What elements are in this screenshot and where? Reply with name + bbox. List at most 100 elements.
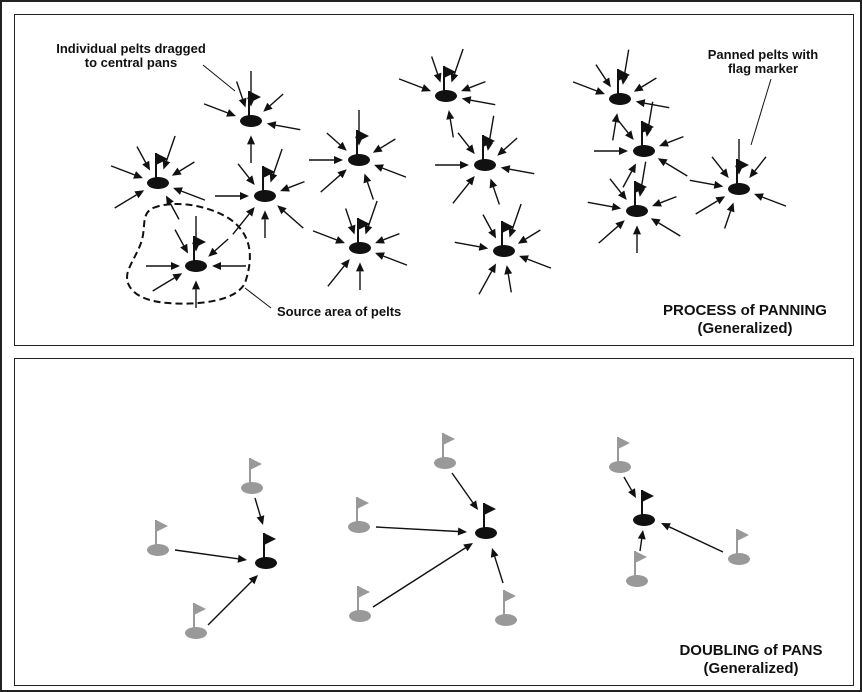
top-pan-8-arrow-4-head: [500, 165, 511, 174]
top-pan-10-arrow-1-shaft: [595, 64, 607, 81]
top-pan-12-arrow-4-head: [650, 218, 661, 227]
top-pan-12-pan: [626, 205, 648, 217]
top-pan-8-arrow-3-shaft: [503, 137, 518, 151]
pelts-callout-line1: Individual pelts dragged: [56, 41, 206, 56]
top-pan-3-arrow-2-shaft: [272, 148, 283, 175]
top-pan-9-arrow-1-shaft: [482, 214, 493, 231]
old-pan-3-flag: [194, 603, 206, 615]
top-pan-9-arrow-5-head: [504, 265, 513, 275]
top-pan-9-pan: [493, 245, 515, 257]
top-pan-4-arrow-0-head: [171, 262, 180, 270]
doubling-subtitle: (Generalized): [703, 660, 798, 677]
top-pan-11-pan: [633, 145, 655, 157]
top-pan-5-arrow-1-head: [337, 141, 347, 151]
top-pan-5-arrow-6-shaft: [320, 174, 341, 193]
top-pan-2-arrow-0-shaft: [203, 103, 228, 114]
new-pan-1-flag: [264, 533, 276, 545]
top-pan-13-arrow-3-head: [749, 168, 759, 178]
top-pan-10-pan: [609, 93, 631, 105]
top-pan-11-arrow-4-head: [657, 158, 668, 167]
top-pan-13-arrow-4-head: [754, 193, 764, 201]
old-pan-2-pan: [241, 482, 263, 494]
top-pan-12-arrow-0-head: [611, 202, 622, 211]
top-pan-9-arrow-0-shaft: [454, 241, 480, 248]
top-pan-5-arrow-4-shaft: [382, 167, 407, 178]
top-pan-1-pan: [147, 177, 169, 189]
top-pan-11-arrow-5-head: [628, 163, 636, 174]
old-pan-3-pan: [185, 627, 207, 639]
top-pan-12-arrow-3-head: [652, 199, 662, 207]
top-pan-12-arrow-4-shaft: [658, 222, 681, 237]
top-pan-9-arrow-1-head: [488, 228, 496, 239]
old-pan-8-flag: [618, 437, 630, 449]
top-pan-12-arrow-1-head: [617, 190, 627, 200]
new-pan-3-flag: [642, 490, 654, 502]
top-pan-5-arrow-4-head: [374, 164, 384, 172]
old-pan-6-flag: [358, 586, 370, 598]
top-pan-13-pan: [728, 183, 750, 195]
top-pan-12-arrow-2-shaft: [640, 161, 647, 189]
double-arrow-5-shaft: [451, 472, 474, 504]
panning-subtitle: (Generalized): [697, 320, 792, 337]
top-pan-13-arrow-0-shaft: [689, 179, 715, 186]
top-pan-11-arrow-0-head: [619, 147, 628, 155]
top-pan-6-arrow-0-head: [335, 236, 345, 244]
top-pan-11-arrow-3-shaft: [667, 135, 684, 144]
flag-callout-leader: [750, 78, 772, 146]
double-arrow-9-shaft: [639, 538, 643, 552]
doubling-title: DOUBLING of PANS: [679, 642, 822, 659]
top-pan-3-arrow-1-head: [245, 175, 255, 185]
top-pan-7-arrow-2-shaft: [453, 48, 464, 75]
top-pan-11-arrow-2-head: [644, 127, 653, 137]
new-pan-1-pan: [255, 557, 277, 569]
top-pan-2-arrow-1-head: [238, 97, 247, 108]
top-pan-6-arrow-1-shaft: [344, 208, 353, 227]
top-pan-8-pan: [474, 159, 496, 171]
pelts-callout-line2: to central pans: [85, 55, 177, 70]
double-arrow-9-head: [637, 530, 646, 540]
top-pan-8-arrow-0-head: [460, 161, 469, 169]
top-pan-13-arrow-6-shaft: [695, 200, 718, 215]
top-pan-13-arrow-3-shaft: [754, 156, 767, 172]
top-pan-3-arrow-1-shaft: [237, 163, 250, 179]
old-pan-10-pan: [728, 553, 750, 565]
top-pan-2-arrow-2-head: [247, 97, 255, 107]
top-pan-8-arrow-6-head: [465, 176, 475, 186]
double-arrow-3-shaft: [207, 580, 253, 626]
top-pan-10-arrow-4-shaft: [644, 102, 670, 109]
top-pan-11-arrow-1-shaft: [616, 118, 629, 134]
top-pan-3-arrow-4-shaft: [283, 210, 304, 229]
top-pan-3-arrow-0-head: [240, 192, 249, 200]
top-pan-8-arrow-3-head: [497, 146, 507, 156]
new-pan-2-pan: [475, 527, 497, 539]
top-pan-2-arrow-3-head: [263, 102, 273, 112]
top-pan-3-flag: [263, 166, 275, 178]
top-pan-1-arrow-2-shaft: [165, 135, 176, 162]
top-pan-10-arrow-1-head: [602, 77, 611, 88]
top-pan-9-arrow-2-shaft: [511, 203, 522, 230]
top-pan-8-arrow-4-shaft: [509, 168, 535, 175]
old-pan-5-flag: [443, 433, 455, 445]
top-pan-5-arrow-5-head: [363, 173, 372, 184]
top-pan-2-arrow-0-head: [226, 109, 236, 117]
double-arrow-8-shaft: [623, 476, 633, 491]
top-pan-2-arrow-5-head: [247, 135, 255, 145]
top-pan-7-pan: [435, 90, 457, 102]
top-pan-3-arrow-3-head: [280, 184, 290, 192]
top-pan-9-arrow-4-shaft: [527, 258, 552, 269]
top-pan-4-arrow-3-head: [208, 247, 218, 257]
top-pan-6-arrow-6-head: [340, 259, 350, 269]
top-pan-3-pan: [254, 190, 276, 202]
top-pan-7-arrow-5-shaft: [449, 118, 454, 138]
double-arrow-2-head: [256, 515, 265, 525]
top-pan-11-arrow-1-head: [624, 130, 634, 140]
top-pan-8-arrow-2-head: [485, 141, 494, 151]
top-pan-5-arrow-3-head: [372, 144, 383, 153]
top-pan-4-arrow-2-head: [192, 242, 200, 252]
top-pan-12-arrow-2-head: [637, 187, 646, 197]
top-pan-7-flag: [444, 66, 456, 78]
top-pan-7-arrow-1-shaft: [430, 56, 439, 75]
top-pan-13-arrow-1-shaft: [711, 156, 724, 172]
top-pan-6-arrow-2-shaft: [367, 200, 378, 227]
top-pan-6-arrow-5-head: [356, 262, 364, 272]
